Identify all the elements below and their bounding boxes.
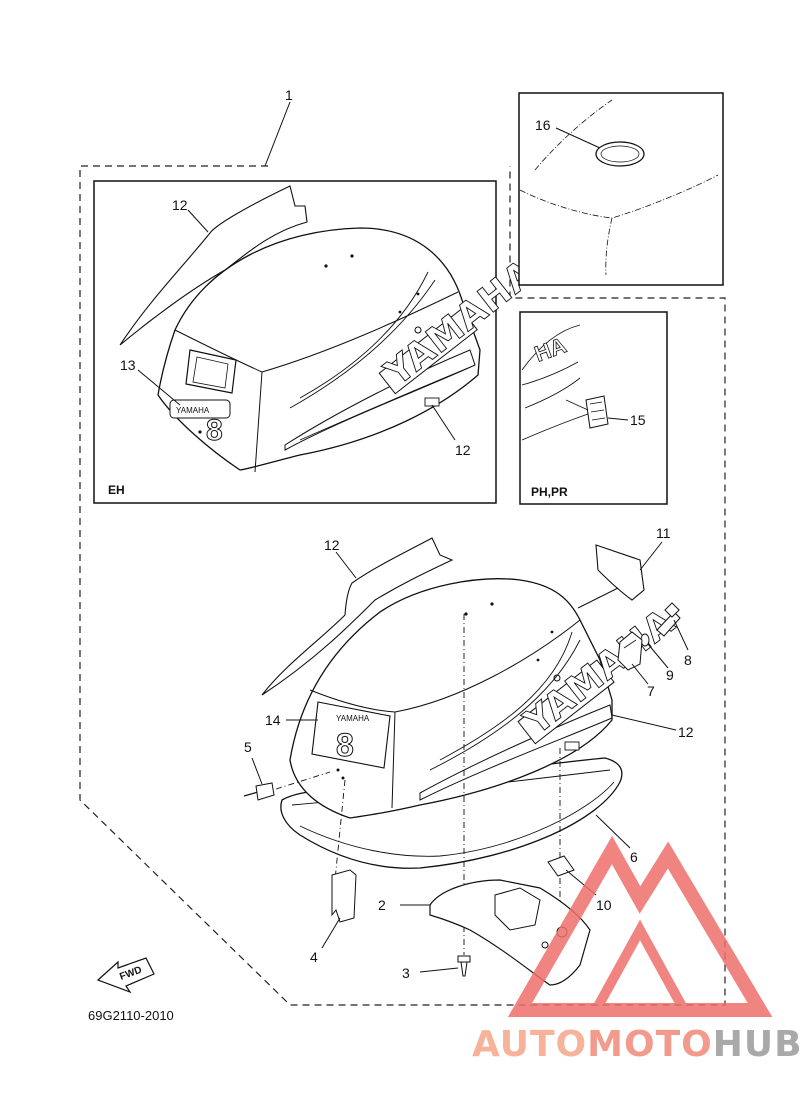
watermark-auto: AUTO (472, 1024, 587, 1065)
inset-grommet: 16 (518, 92, 724, 286)
assembly-boundary (79, 165, 726, 1006)
watermark-text: AUTOMOTOHUB (472, 1024, 800, 1065)
inset-eh: YAMAHA YAMAHA 8 12 13 12 EH (93, 180, 544, 504)
inset-ph-pr: HA 15 PH,PR (519, 311, 668, 505)
inset-label-eh: EH (108, 483, 125, 497)
callout-11: 11 (656, 525, 671, 541)
watermark-logo (507, 835, 773, 1017)
callout-12: 12 (678, 724, 694, 740)
part-11: 11 (577, 525, 671, 609)
callout-15: 15 (630, 412, 646, 428)
eh-small-yamaha: YAMAHA (176, 406, 210, 415)
inset-label-ph-pr: PH,PR (531, 485, 568, 499)
watermark-hub: HUB (713, 1024, 800, 1065)
callout-10: 10 (596, 897, 612, 913)
part-10: 10 (547, 855, 612, 913)
callout-12: 12 (324, 537, 340, 553)
parts-7-8-9: 8 9 7 (617, 602, 692, 699)
callout-12: 12 (172, 197, 188, 213)
callout-8: 8 (684, 652, 692, 668)
callout-6: 6 (630, 849, 638, 865)
part-5: 5 (243, 739, 331, 801)
fwd-arrow: FWD (96, 957, 155, 994)
callout-16: 16 (535, 117, 551, 133)
callout-12: 12 (455, 442, 471, 458)
eh-numeral: 8 (206, 414, 223, 447)
callout-3: 3 (402, 965, 410, 981)
main-small-yamaha: YAMAHA (336, 714, 370, 723)
part-4: 4 (310, 869, 357, 965)
callout-13: 13 (120, 357, 136, 373)
callout-1: 1 (285, 87, 293, 103)
part-3: 3 (402, 955, 471, 981)
diagram-part-number: 69G2110-2010 (88, 1008, 174, 1023)
callout-7: 7 (647, 683, 655, 699)
main-numeral: 8 (336, 727, 354, 763)
callout-14: 14 (265, 712, 281, 728)
callout-5: 5 (244, 739, 252, 755)
callout-4: 4 (310, 949, 318, 965)
callout-2: 2 (378, 897, 386, 913)
watermark-moto: MOTO (587, 1024, 713, 1065)
callout-9: 9 (666, 667, 674, 683)
